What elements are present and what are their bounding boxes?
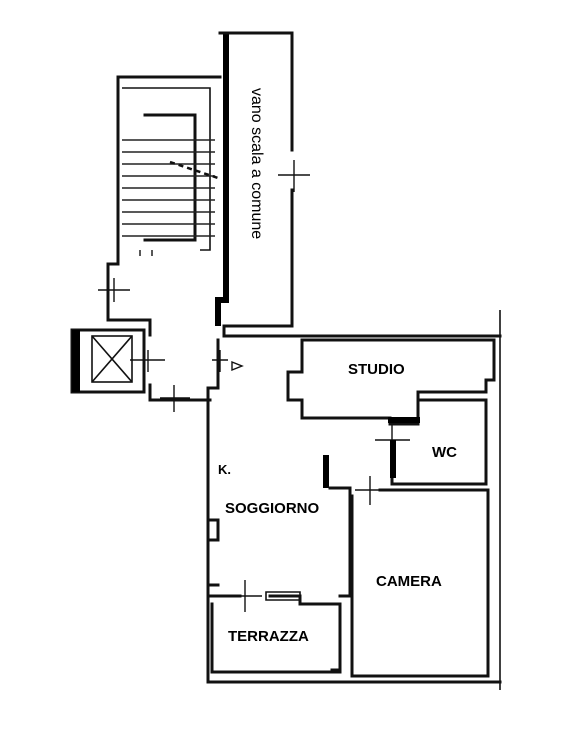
elevator-wall-fill (72, 330, 80, 392)
room-label-wc: WC (432, 444, 457, 461)
terrazza-window (265, 591, 301, 601)
elevator-door-marker (130, 350, 165, 372)
soggiorno-left-jog (206, 518, 220, 587)
elevator-cabin (91, 335, 133, 383)
camera-room: CAMERA (350, 488, 490, 678)
stairwell-door-bottom (139, 250, 153, 256)
stairwell-label: vano scala a comune (248, 88, 265, 239)
terrazza-room: TERRAZZA (206, 580, 342, 674)
studio-walls (286, 338, 496, 426)
living-area: K. SOGGIORNO (206, 455, 385, 598)
elevator (70, 328, 212, 412)
stair-core (143, 113, 197, 242)
room-label-camera: CAMERA (376, 573, 442, 590)
landing-wall (148, 383, 212, 402)
room-label-terrazza: TERRAZZA (228, 628, 309, 645)
stairwell-inner-wall (215, 34, 229, 326)
landing-door (160, 385, 190, 412)
stairwell-inner-top (122, 87, 211, 251)
stair-steps (122, 139, 215, 237)
terrazza-door-marker (228, 580, 262, 612)
entrance-door (212, 350, 228, 372)
stairwell-top-wall (106, 75, 222, 337)
wc-room: WC (390, 398, 488, 486)
entrance-swing (231, 360, 244, 372)
soggiorno-right-wall (328, 486, 352, 598)
studio-room: STUDIO (286, 338, 496, 455)
room-label-studio: STUDIO (348, 361, 405, 378)
stairwell-door-right (278, 160, 310, 192)
stairwell-outer-wall (218, 31, 294, 328)
wc-walls (390, 398, 488, 486)
top-wall (222, 324, 502, 338)
entrance-wall (206, 338, 220, 682)
stairwell-door-left (98, 278, 130, 302)
room-label-soggiorno: SOGGIORNO (225, 500, 320, 517)
room-label-kitchen: K. (218, 462, 231, 477)
stairwell: vano scala a comune (98, 31, 310, 337)
elevator-cross-2 (91, 335, 133, 383)
camera-walls (350, 488, 490, 678)
apartment-walls (206, 310, 502, 690)
